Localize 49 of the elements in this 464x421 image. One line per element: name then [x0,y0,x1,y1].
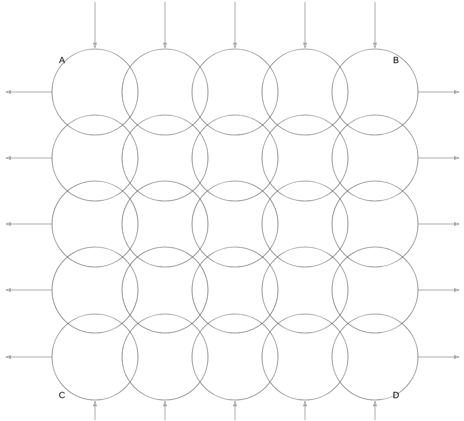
arrow [93,2,97,48]
corner-letter: D [394,392,399,398]
arrow [418,222,460,226]
circle [332,48,418,136]
circle [262,48,348,136]
circle [52,48,138,136]
arrow [303,2,307,48]
arrow [373,2,377,48]
arrow [233,400,237,420]
circle [262,314,348,400]
arrow [6,90,52,94]
arrow [373,400,377,420]
circle [122,314,208,400]
circle [122,246,208,334]
arrow [6,288,52,292]
circle [262,180,348,268]
corner-letter: A [59,56,65,64]
arrow [6,355,52,359]
circle [332,314,418,400]
corner-letter: C [59,392,65,398]
arrow [163,2,167,48]
corner-letter: B [394,56,399,64]
arrow [418,355,460,359]
circle [122,180,208,268]
circle [262,114,348,202]
arrow [418,288,460,292]
circle [192,180,278,268]
circle [192,246,278,334]
arrow [93,400,97,420]
arrow [163,400,167,420]
circle [122,114,208,202]
arrow [418,90,460,94]
arrow [418,156,460,160]
arrow [6,156,52,160]
circle [52,114,138,202]
circle [262,246,348,334]
arrow [303,400,307,420]
circle [52,180,138,268]
circle [122,48,208,136]
arrow [233,2,237,48]
circle [332,180,418,268]
circle [52,246,138,334]
circle [192,48,278,136]
circle [52,314,138,400]
circle [192,114,278,202]
arrow [6,222,52,226]
circle [332,246,418,334]
circle [192,314,278,400]
circle [332,114,418,202]
